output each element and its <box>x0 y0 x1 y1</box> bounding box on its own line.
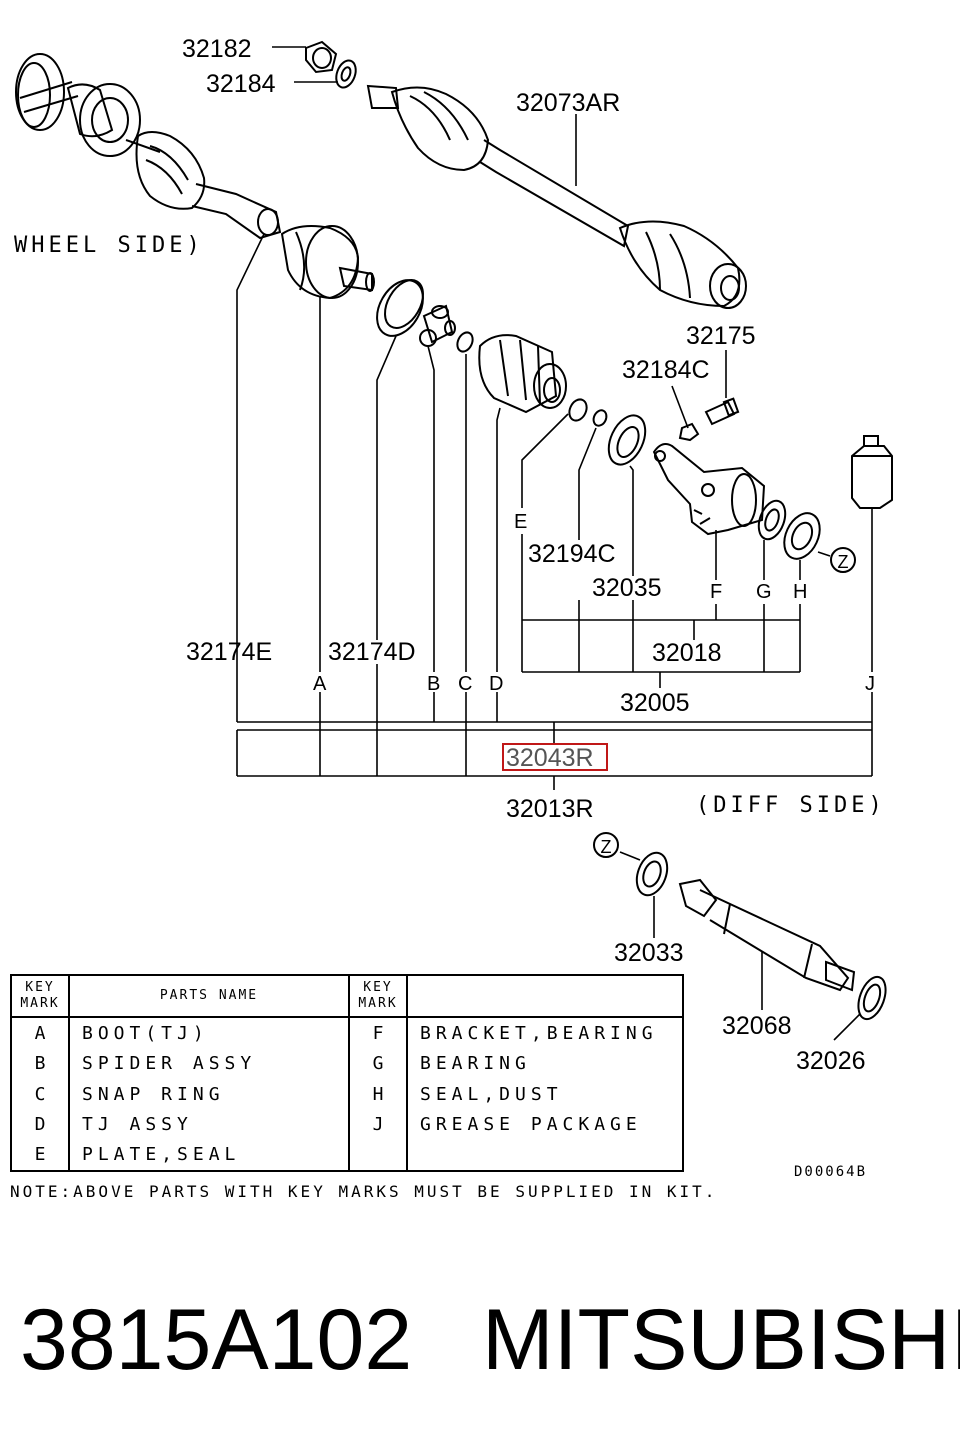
label-32184: 32184 <box>206 70 276 98</box>
label-32035: 32035 <box>592 574 662 602</box>
spider-assy-drawing <box>419 304 456 347</box>
label-32043R: 32043R <box>506 744 594 772</box>
key-mark-F: F <box>710 581 722 603</box>
legend-part-name: BOOT(TJ) <box>69 1017 350 1049</box>
wheel-side-label: WHEEL SIDE) <box>14 233 204 258</box>
legend-part-name: SNAP RING <box>69 1078 350 1110</box>
label-32033: 32033 <box>614 939 684 967</box>
legend-key: C <box>12 1078 70 1110</box>
label-32068: 32068 <box>722 1012 792 1040</box>
legend-key: D <box>12 1109 70 1140</box>
label-32073AR: 32073AR <box>516 89 620 117</box>
legend-key: G <box>349 1048 408 1079</box>
label-32184C: 32184C <box>622 356 710 384</box>
legend-part-name: TJ ASSY <box>69 1109 350 1140</box>
exploded-parts-diagram: Z Z 32182 32184 32073AR WHEEL SIDE) 3217… <box>14 35 893 1075</box>
wheel-side-outer-joint-drawing <box>15 53 282 240</box>
label-32026: 32026 <box>796 1047 866 1075</box>
product-caption: 3815A102 MITSUBISHI <box>20 1290 960 1390</box>
label-32174E: 32174E <box>186 638 272 666</box>
key-mark-B: B <box>427 673 440 695</box>
document-id: D00064B <box>794 1164 868 1180</box>
z-mark-lower: Z <box>593 832 619 858</box>
kit-note: NOTE:ABOVE PARTS WITH KEY MARKS MUST BE … <box>10 1182 718 1201</box>
legend-key: H <box>349 1078 408 1110</box>
product-part-number: 3815A102 <box>20 1292 413 1388</box>
key-mark-C: C <box>458 673 472 695</box>
nut-washer-drawing <box>305 40 357 89</box>
label-32018: 32018 <box>652 639 722 667</box>
svg-text:Z: Z <box>838 552 849 572</box>
label-32175: 32175 <box>686 322 756 350</box>
product-brand: MITSUBISHI <box>482 1292 960 1388</box>
legend-row: D TJ ASSY J GREASE PACKAGE <box>12 1109 682 1140</box>
legend-row: B SPIDER ASSY G BEARING <box>12 1048 682 1079</box>
legend-part-name: SEAL,DUST <box>420 1083 563 1105</box>
z-mark-upper: Z <box>830 547 856 573</box>
legend-row: C SNAP RING H SEAL,DUST <box>12 1078 682 1110</box>
label-32182: 32182 <box>182 35 252 63</box>
legend-key: E <box>12 1139 70 1170</box>
legend-header-blank <box>407 976 682 1018</box>
legend-key: A <box>12 1017 70 1049</box>
legend-row: E PLATE,SEAL <box>12 1139 682 1170</box>
legend-row: A BOOT(TJ) F BRACKET,BEARING <box>12 1017 682 1049</box>
legend-key <box>349 1139 408 1170</box>
bearing-bracket-drawing <box>652 443 766 536</box>
legend-header-parts-name: PARTS NAME <box>69 976 350 1018</box>
highlight-box-32043R <box>502 743 608 771</box>
leader-lines <box>236 46 873 1041</box>
key-mark-H: H <box>793 581 807 603</box>
svg-text:Z: Z <box>601 837 612 857</box>
long-shaft-assembly-drawing <box>366 84 747 309</box>
legend-part-name: SPIDER ASSY <box>69 1048 350 1079</box>
grease-package-drawing <box>851 435 893 509</box>
key-mark-A: A <box>313 673 327 695</box>
small-rings-drawing <box>568 398 647 466</box>
label-32005: 32005 <box>620 689 690 717</box>
key-mark-J: J <box>865 673 875 695</box>
tj-housing-drawing <box>478 334 567 414</box>
snap-ring-drawing <box>456 331 474 353</box>
label-32174D: 32174D <box>328 638 416 666</box>
inner-shaft-drawing <box>635 851 887 1021</box>
legend-part-name <box>407 1140 682 1170</box>
legend-key: B <box>12 1048 70 1079</box>
label-32013R: 32013R <box>506 795 594 823</box>
key-mark-E: E <box>514 511 527 533</box>
legend-part-name: BRACKET,BEARING <box>420 1022 658 1044</box>
legend-key: F <box>349 1017 408 1049</box>
legend-key: J <box>349 1109 408 1140</box>
key-mark-G: G <box>756 581 772 603</box>
legend-part-name: GREASE PACKAGE <box>420 1113 642 1135</box>
bolt-nut-drawing <box>678 397 740 442</box>
legend-part-name: PLATE,SEAL <box>69 1139 350 1170</box>
boot-band-drawing <box>376 279 424 337</box>
bearing-seal-drawing <box>757 499 821 560</box>
label-32194C: 32194C <box>528 540 616 568</box>
diff-side-label: (DIFF SIDE) <box>696 793 886 818</box>
tj-boot-drawing <box>280 225 375 300</box>
legend-part-name: BEARING <box>420 1053 531 1075</box>
key-mark-D: D <box>489 673 503 695</box>
